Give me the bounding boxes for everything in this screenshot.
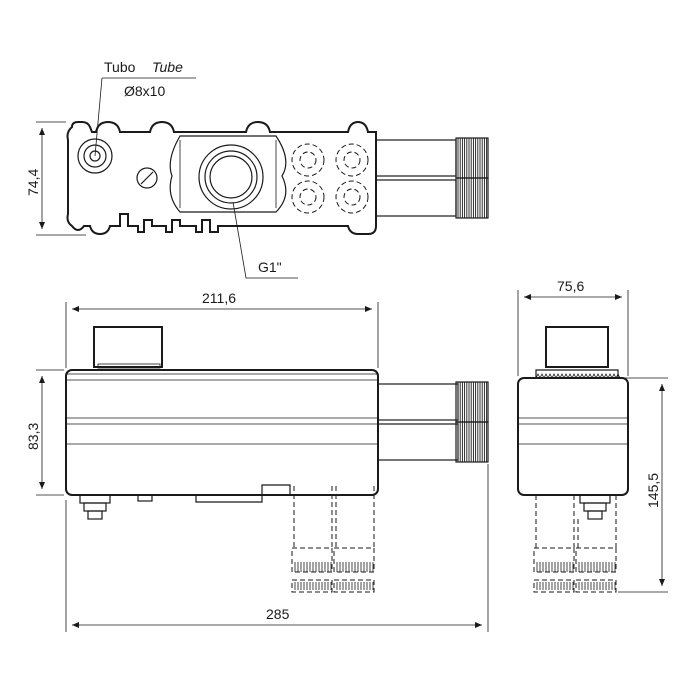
- side-top-cap: [545, 326, 609, 368]
- top-view: Tubo Tube Ø8x10 G1" 74,4: [25, 59, 489, 279]
- top-knurl-pattern: [457, 138, 488, 218]
- hidden-ports: [291, 143, 369, 214]
- dim-overall-width: 285: [266, 606, 290, 622]
- thread-label: G1": [258, 259, 282, 275]
- tube-fitting-inner: [83, 144, 107, 168]
- top-actuators: [375, 137, 489, 219]
- dim-front-width: 211,6: [202, 290, 236, 306]
- tube-size-label: Ø8x10: [124, 83, 165, 99]
- dim-front-height: 83,3: [25, 423, 41, 450]
- side-bottom-fitting: [579, 494, 611, 520]
- g1-port-mid: [204, 150, 258, 204]
- g1-port-outer: [198, 144, 264, 210]
- tube-fitting-outer: [77, 138, 113, 174]
- side-hidden-actuators: [533, 495, 617, 593]
- front-body: [65, 369, 379, 496]
- side-body: [517, 377, 629, 496]
- g1-port-inner: [209, 155, 253, 199]
- top-body-outline: [66, 120, 377, 236]
- front-bottom-fitting: [79, 494, 111, 520]
- front-hidden-actuators: [291, 486, 375, 593]
- tube-label: Tubo: [104, 59, 136, 75]
- side-gear-teeth: [294, 373, 621, 590]
- dim-side-width: 75,6: [557, 278, 584, 294]
- screw: [136, 167, 158, 189]
- front-knurl-pattern: [457, 382, 488, 462]
- side-view: 75,6 145,5: [294, 278, 668, 593]
- front-top-cap: [93, 326, 163, 368]
- dim-side-height: 145,5: [645, 473, 661, 508]
- tube-label-italic: Tube: [152, 59, 183, 75]
- dim-top-height: 74,4: [25, 169, 41, 196]
- front-view: 211,6 83,3 285: [25, 290, 489, 632]
- top-central-housing: [169, 135, 287, 213]
